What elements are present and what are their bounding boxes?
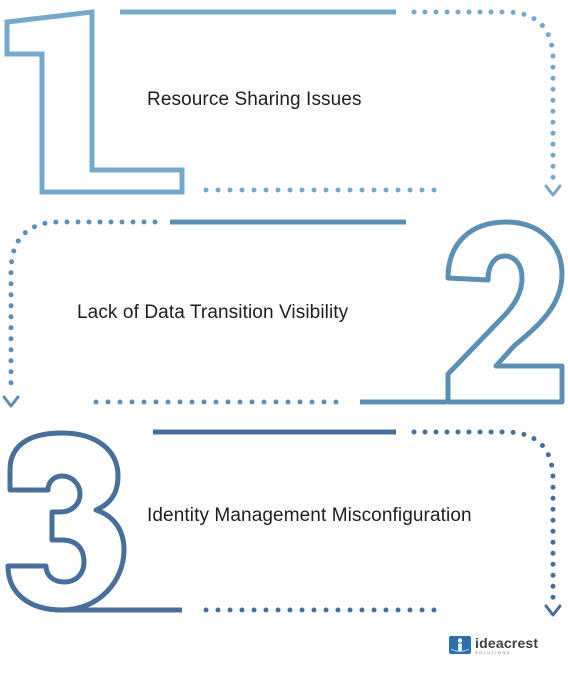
logo-text: ideacrest SOLUTIONS — [475, 636, 538, 655]
logo-name: ideacrest — [475, 634, 539, 651]
numeral-1-outline — [4, 9, 185, 195]
step-1-arrow-icon — [544, 184, 562, 197]
step-3-connector-dots — [411, 429, 556, 603]
logo-tagline: SOLUTIONS — [475, 649, 511, 655]
step-1-label: Resource Sharing Issues — [147, 89, 362, 110]
step-2-connector-dots — [8, 219, 158, 395]
step-2-arrow-icon — [2, 395, 20, 408]
numeral-2-outline — [445, 219, 565, 405]
step-3-arrow-icon — [544, 604, 562, 617]
ideacrest-logo-icon — [449, 636, 471, 654]
numeral-3-outline — [5, 430, 127, 613]
step-2-group — [2, 219, 565, 408]
step-3-group — [5, 429, 562, 617]
step-3-label: Identity Management Misconfiguration — [147, 505, 472, 526]
step-1-connector-dots — [411, 9, 556, 183]
step-1-group — [4, 9, 562, 197]
brand-logo: ideacrest SOLUTIONS — [449, 634, 538, 656]
step-2-label: Lack of Data Transition Visibility — [77, 302, 349, 323]
